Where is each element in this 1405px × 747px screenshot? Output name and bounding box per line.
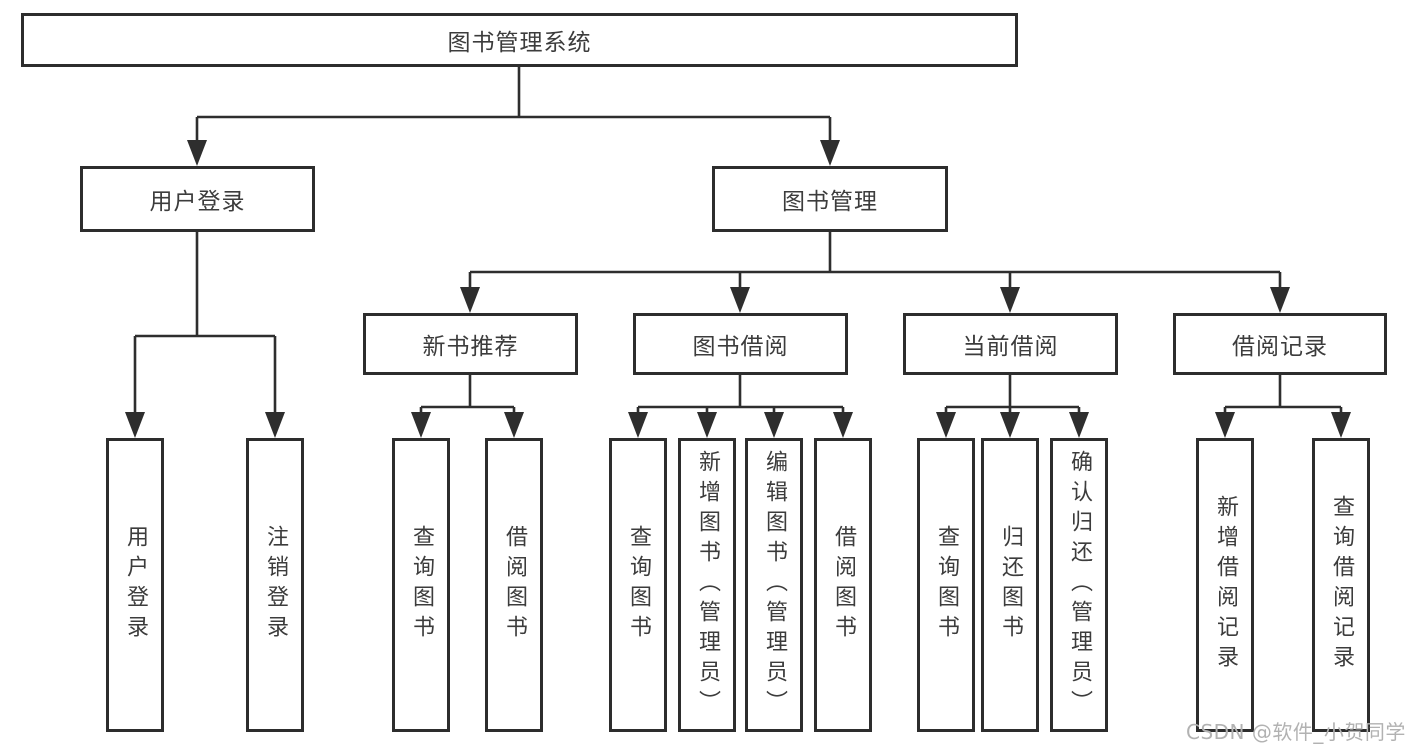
node-leaf-query-books-recommend: 查询图书: [392, 438, 450, 732]
node-new-book-recommend: 新书推荐: [363, 313, 578, 375]
arrowhead-icons: [125, 140, 1351, 438]
node-leaf-logout: 注销登录: [246, 438, 304, 732]
node-leaf-confirm-return-admin: 确认归还（管理员）: [1050, 438, 1108, 732]
node-leaf-query-books-borrow: 查询图书: [609, 438, 667, 732]
node-book-management: 图书管理: [712, 166, 948, 232]
node-leaf-query-borrow-record: 查询借阅记录: [1312, 438, 1370, 732]
node-leaf-add-borrow-record: 新增借阅记录: [1196, 438, 1254, 732]
node-leaf-add-books-admin: 新增图书（管理员）: [678, 438, 736, 732]
node-leaf-query-books-current: 查询图书: [917, 438, 975, 732]
node-leaf-return-books: 归还图书: [981, 438, 1039, 732]
node-book-borrow: 图书借阅: [633, 313, 848, 375]
node-leaf-user-login: 用户登录: [106, 438, 164, 732]
node-leaf-borrow-books-recommend: 借阅图书: [485, 438, 543, 732]
node-user-login: 用户登录: [80, 166, 315, 232]
node-leaf-edit-books-admin: 编辑图书（管理员）: [745, 438, 803, 732]
node-current-borrow: 当前借阅: [903, 313, 1118, 375]
csdn-watermark: CSDN @软件_小贺同学: [1186, 720, 1405, 744]
node-borrow-records: 借阅记录: [1173, 313, 1387, 375]
node-leaf-borrow-books: 借阅图书: [814, 438, 872, 732]
node-library-management-system: 图书管理系统: [21, 13, 1018, 67]
connector-lines: [133, 66, 1343, 432]
